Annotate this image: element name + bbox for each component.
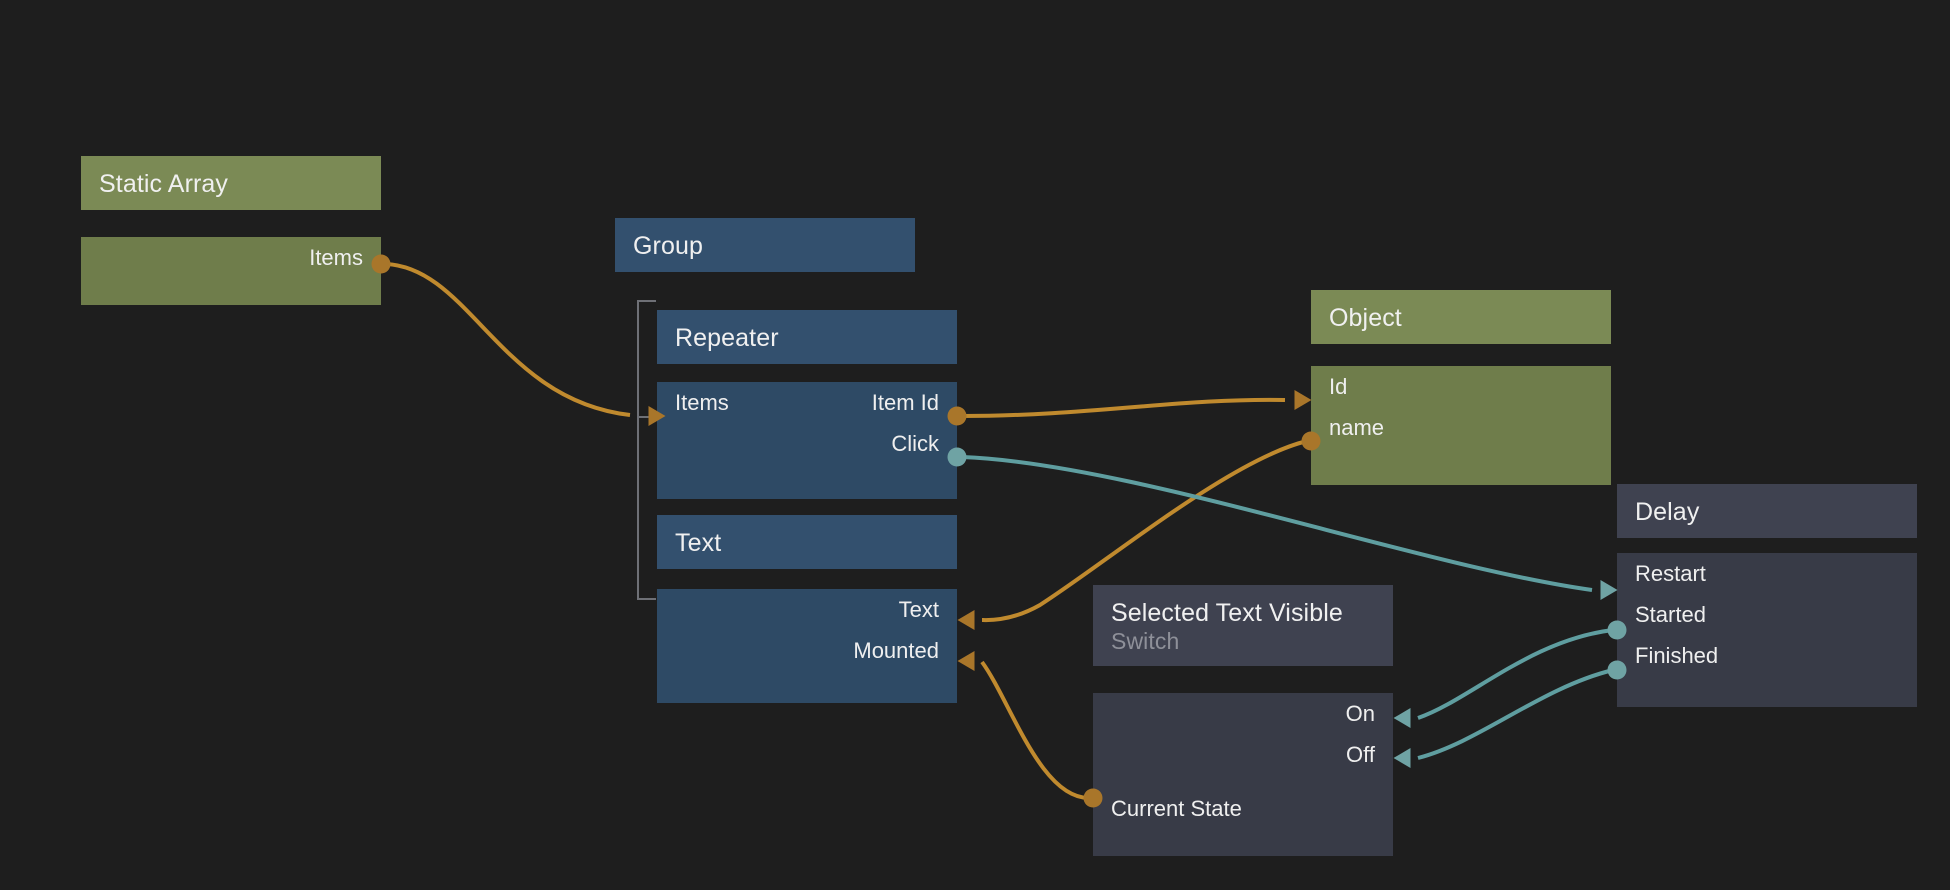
group-bracket-tick-middle [639,416,656,418]
node-delay-header: Delay [1617,484,1917,538]
node-text-title: Text [675,529,722,557]
port-row-text-mounted[interactable]: Mounted [657,630,957,671]
port-repeater-item-id-out[interactable] [947,406,967,426]
node-delay[interactable]: Delay Restart Started Finished [1600,484,1917,710]
port-row-object-name[interactable]: name [1311,407,1611,448]
port-label-delay-started: Started [1635,601,1706,627]
port-label-text-text: Text [898,596,939,622]
port-label-switch-off: Off [1346,741,1375,767]
port-repeater-items-in[interactable] [648,406,666,426]
port-repeater-click-out[interactable] [947,447,967,467]
node-selected-text-visible-header: Selected Text Visible Switch [1093,585,1393,667]
node-selected-text-visible[interactable]: Selected Text Visible Switch On Off Curr… [1083,585,1411,857]
port-static-array-items-out[interactable] [371,254,391,274]
node-object-header: Object [1311,290,1611,344]
edge-started-to-on [1417,628,1614,720]
node-group-title: Group [633,232,703,260]
edge-finished-to-off [1417,668,1614,760]
port-delay-started-out[interactable] [1607,620,1627,640]
port-switch-off-in[interactable] [1393,748,1411,768]
port-row-repeater-item-id[interactable]: Item Id [657,382,957,423]
port-label-repeater-click: Click [891,430,939,456]
port-row-repeater-click[interactable]: Click [657,423,957,464]
group-bracket-tick-bottom [639,598,656,600]
node-static-array-title: Static Array [99,170,229,198]
group-bracket [637,300,656,600]
port-row-switch-off[interactable]: Off [1093,734,1393,775]
port-label-repeater-item-id: Item Id [871,389,939,415]
port-delay-finished-out[interactable] [1607,660,1627,680]
port-label-switch-current-state: Current State [1111,795,1242,821]
node-static-array[interactable]: Static Array Items [81,156,391,305]
port-label-repeater-items: Items [675,389,729,415]
port-label-static-array-items: Items [309,244,363,270]
node-text[interactable]: Text Text Mounted [657,515,975,703]
node-repeater-body: Items Item Id Click [657,382,957,499]
port-label-delay-restart: Restart [1635,560,1706,586]
node-group-header: Group [615,218,915,272]
port-label-object-id: Id [1329,373,1348,399]
port-row-switch-on[interactable]: On [1093,693,1393,734]
port-text-text-in[interactable] [957,610,975,630]
node-text-header: Text [657,515,957,569]
port-switch-on-in[interactable] [1393,708,1411,728]
port-row-text-text[interactable]: Text [657,589,957,630]
edge-items-to-repeater [385,262,631,417]
node-object[interactable]: Object Id name [1294,290,1611,485]
port-delay-restart-in[interactable] [1600,580,1618,600]
port-row-delay-restart[interactable]: Restart [1617,553,1917,594]
port-text-mounted-in[interactable] [957,651,975,671]
node-selected-text-visible-title: Selected Text Visible [1111,599,1343,627]
port-label-object-name: name [1329,414,1385,440]
node-selected-text-visible-subtitle: Switch [1111,628,1180,654]
port-row-delay-started[interactable]: Started [1617,594,1917,635]
node-selected-text-visible-body: On Off Current State [1093,693,1393,857]
group-bracket-tick-top [639,300,656,302]
node-object-title: Object [1329,304,1402,332]
node-delay-title: Delay [1635,498,1700,526]
port-label-delay-finished: Finished [1635,642,1719,668]
edge-state-to-mounted [980,660,1090,800]
port-object-id-in[interactable] [1294,390,1312,410]
edge-itemid-to-id [961,397,1286,418]
node-object-body: Id name [1311,366,1611,485]
port-row-repeater-items[interactable]: Items [657,382,957,423]
port-switch-current-state-out[interactable] [1083,788,1103,808]
port-row-object-id[interactable]: Id [1311,366,1611,407]
node-delay-body: Restart Started Finished [1617,553,1917,707]
port-row-delay-finished[interactable]: Finished [1617,635,1917,676]
port-row-switch-current-state[interactable]: Current State [1093,788,1393,829]
node-group[interactable]: Group [615,218,915,288]
port-label-switch-on: On [1345,700,1375,726]
node-repeater-title: Repeater [675,324,779,352]
node-static-array-body: Items [81,237,381,305]
node-text-body: Text Mounted [657,589,957,703]
port-label-text-mounted: Mounted [853,637,939,663]
node-static-array-header: Static Array [81,156,381,210]
port-row-static-array-items[interactable]: Items [81,237,381,278]
node-repeater[interactable]: Repeater Items Item Id Click [648,310,967,499]
node-repeater-header: Repeater [657,310,957,364]
port-object-name-out[interactable] [1301,431,1321,451]
